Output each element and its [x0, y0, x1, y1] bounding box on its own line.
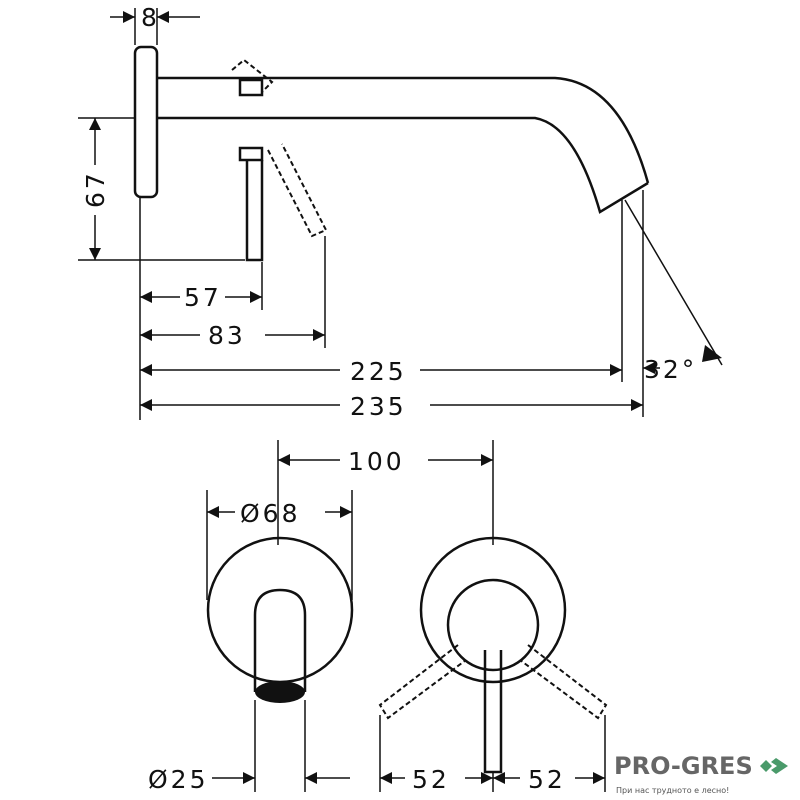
spout	[157, 76, 650, 214]
dim-lever-reach: 83	[208, 321, 246, 350]
spout-front	[253, 588, 307, 692]
handle-base	[238, 146, 264, 162]
spout-rosette	[206, 536, 354, 684]
lever	[245, 160, 264, 262]
dim-rosette-diameter: Ø68	[240, 499, 301, 528]
handle-body	[238, 78, 264, 97]
dim-height: 67	[81, 170, 110, 208]
dim-lever-offset: 57	[184, 283, 222, 312]
mixer-cartridge	[446, 578, 540, 672]
chevron-icon	[771, 758, 788, 774]
lever-alt-left	[378, 644, 467, 720]
front-view: 100 Ø68 Ø25 52 52	[148, 440, 608, 794]
watermark-brand: PRO-GRES	[614, 752, 753, 780]
dim-lever-right: 52	[528, 765, 566, 794]
mixer-lever	[483, 650, 503, 774]
dim-spout-diameter: Ø25	[148, 765, 209, 794]
spout-outlet	[255, 681, 305, 703]
lever-alt-position	[231, 58, 328, 238]
dim-spout-projection: 225	[350, 357, 407, 386]
side-view: 8 67 57 83 225 32° 235	[78, 3, 723, 421]
lever-alt-right	[519, 644, 608, 720]
mixer-rosette	[419, 536, 567, 684]
dim-plate-thickness: 8	[141, 3, 160, 32]
watermark-logo: PRO-GRES При нас трудното е лесно!	[614, 752, 788, 795]
dim-lever-left: 52	[412, 765, 450, 794]
watermark-tagline: При нас трудното е лесно!	[616, 786, 729, 795]
dim-centers: 100	[348, 447, 405, 476]
dim-total-projection: 235	[350, 392, 407, 421]
wall-plate	[133, 45, 159, 199]
dim-angle: 32°	[644, 355, 697, 384]
